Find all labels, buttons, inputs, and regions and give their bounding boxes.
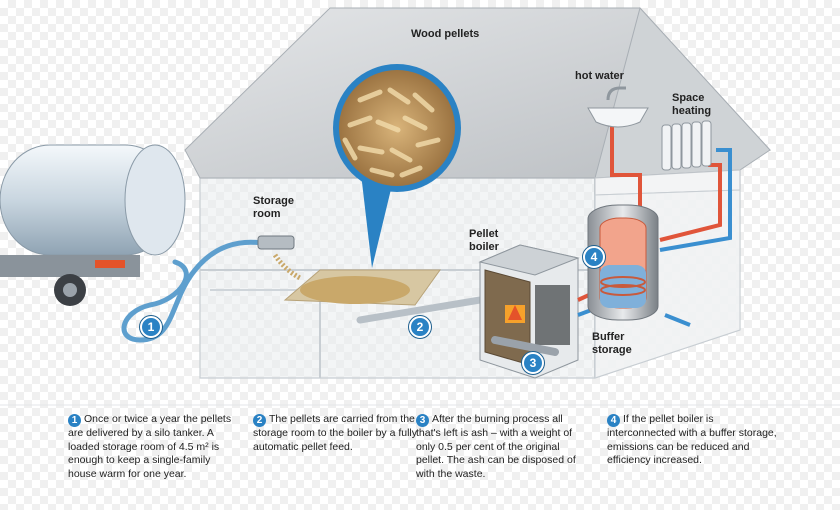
pellet-feed (356, 296, 484, 324)
label-pellet-boiler-line1: Pellet (469, 228, 499, 240)
step-2-text: The pellets are carried from the storage… (253, 413, 418, 453)
step-4-number: 4 (607, 414, 620, 427)
step-4-text: If the pellet boiler is interconnected w… (607, 413, 777, 466)
step-1-badge: 1 (140, 316, 162, 338)
pellet-closeup (333, 64, 461, 268)
radiator (661, 120, 712, 171)
step-2-number: 2 (253, 414, 266, 427)
step-3-badge: 3 (522, 352, 544, 374)
step-1-number: 1 (68, 414, 81, 427)
step-1-text: Once or twice a year the pellets are del… (68, 413, 232, 480)
ash-auger (491, 336, 559, 356)
roof (184, 6, 772, 196)
label-buffer-storage-line2: storage (592, 344, 632, 356)
hose-nozzle (257, 235, 295, 250)
label-space-heating-line1: Space (672, 92, 705, 104)
step-3-number: 3 (416, 414, 429, 427)
step-2-badge: 2 (409, 316, 431, 338)
label-storage-room-line2: room (253, 208, 281, 220)
silo-tanker (0, 144, 186, 306)
label-wood-pellets: Wood pellets (411, 28, 480, 40)
label-space-heating-line2: heating (672, 105, 712, 117)
pellet-pile (272, 253, 441, 306)
label-buffer-storage-line1: Buffer (592, 331, 625, 343)
label-hot-water: hot water (575, 70, 624, 82)
sink (587, 86, 649, 128)
buffer-storage (587, 204, 659, 321)
step-3-text: After the burning process all that's lef… (416, 413, 576, 480)
label-storage-room-line1: Storage (253, 195, 294, 207)
delivery-hose (121, 239, 265, 343)
step-4-badge: 4 (583, 246, 605, 268)
label-pellet-boiler-line2: boiler (469, 241, 499, 253)
